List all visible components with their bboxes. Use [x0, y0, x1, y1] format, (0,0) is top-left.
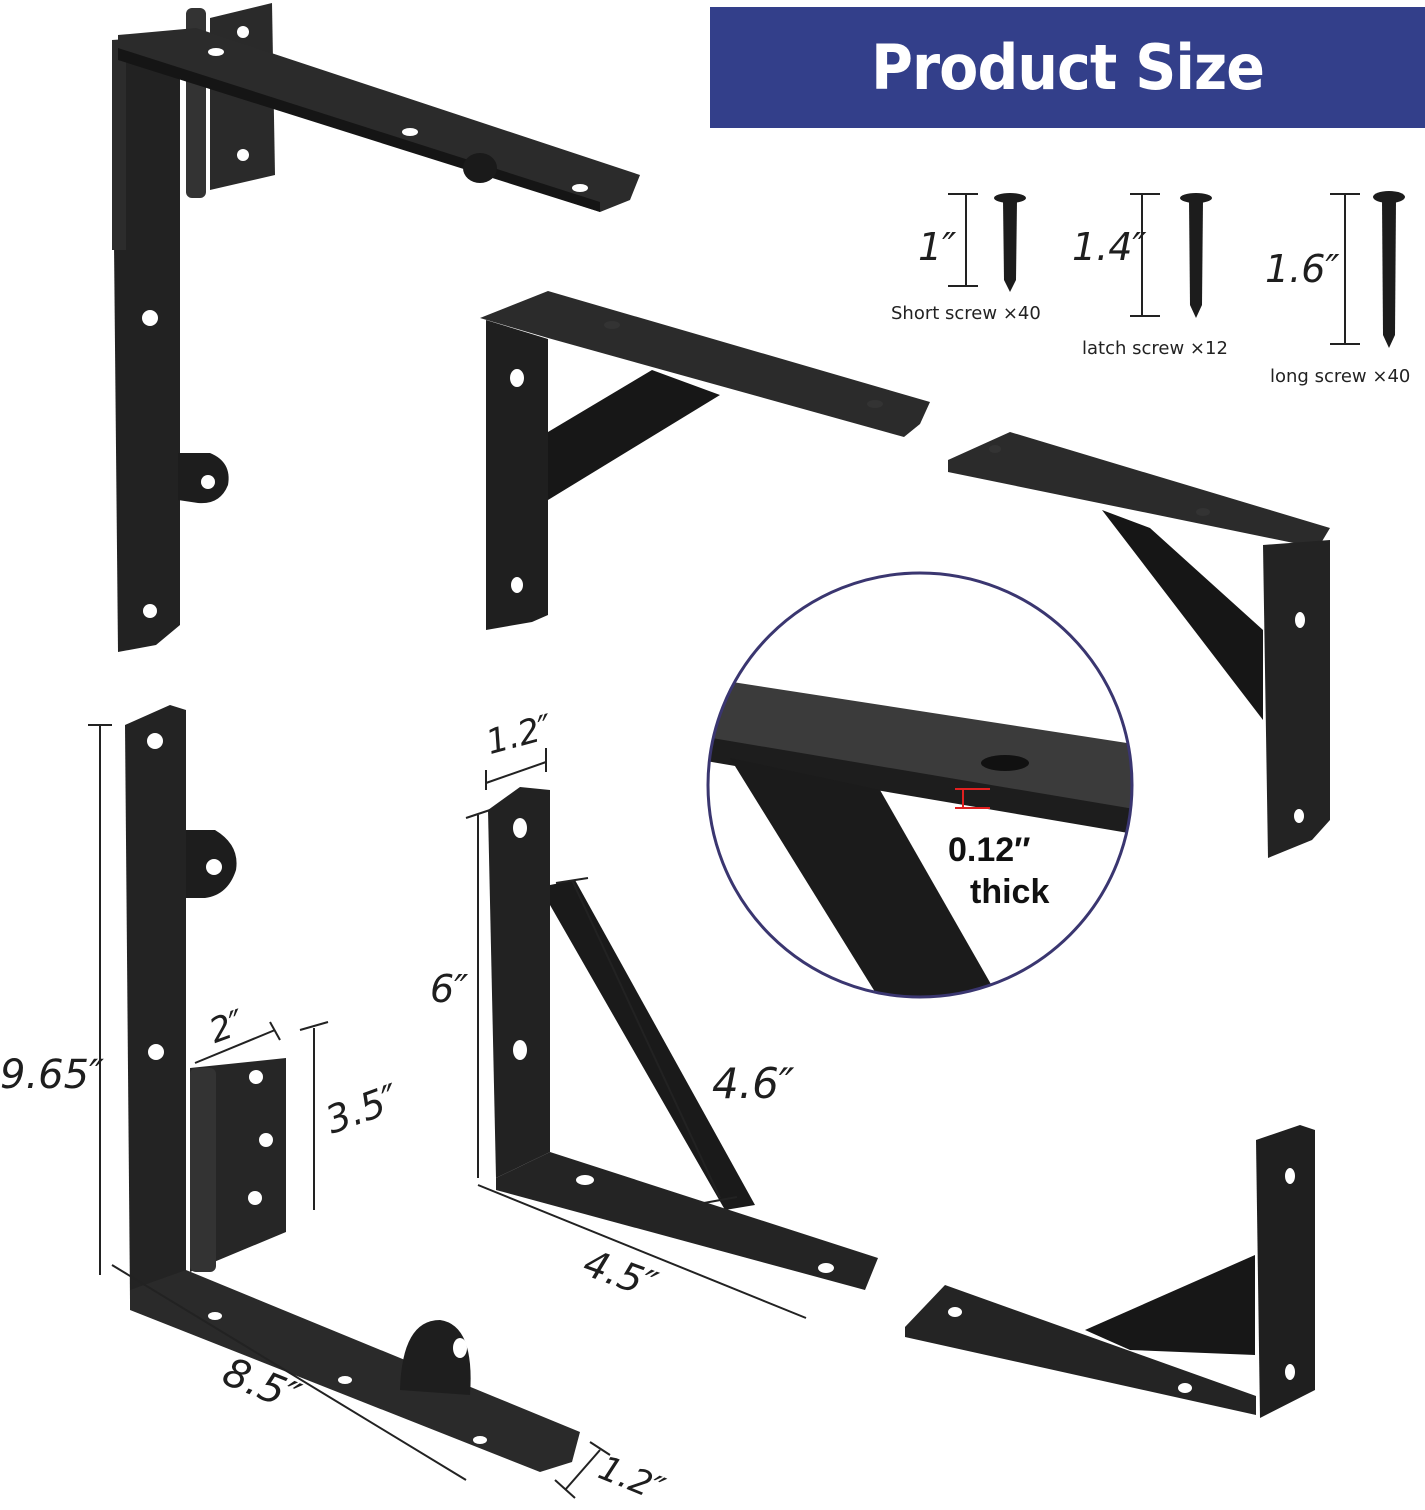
screws-illustration — [994, 191, 1405, 348]
screw-length-long: 1.6″ — [1265, 247, 1340, 291]
fixed-bracket-side-icon — [948, 432, 1330, 858]
dim-fixed-brace: 4.6″ — [712, 1059, 795, 1108]
dim-folding-height: 9.65″ — [0, 1052, 105, 1098]
thickness-loupe — [708, 573, 1132, 997]
folding-bracket-dimensioned-icon — [125, 705, 580, 1472]
folding-bracket-open-icon — [112, 3, 640, 652]
banner-title: Product Size — [871, 31, 1265, 104]
product-size-banner: Product Size — [710, 7, 1425, 128]
dim-fixed-height: 6″ — [430, 967, 469, 1011]
screw-length-latch: 1.4″ — [1072, 225, 1147, 269]
fixed-bracket-flat-icon — [905, 1125, 1315, 1418]
dimension-lines — [88, 193, 1360, 1499]
fixed-bracket-dimensioned-icon — [488, 787, 878, 1290]
screw-icon — [994, 191, 1405, 348]
thickness-value: 0.12″ — [948, 831, 1031, 869]
screw-length-short: 1″ — [918, 225, 957, 269]
screw-caption-long: long screw ×40 — [1270, 366, 1411, 387]
fixed-bracket-icon — [480, 291, 930, 630]
thickness-label: thick — [970, 873, 1050, 911]
screw-caption-latch: latch screw ×12 — [1082, 338, 1228, 359]
screw-caption-short: Short screw ×40 — [891, 303, 1041, 324]
